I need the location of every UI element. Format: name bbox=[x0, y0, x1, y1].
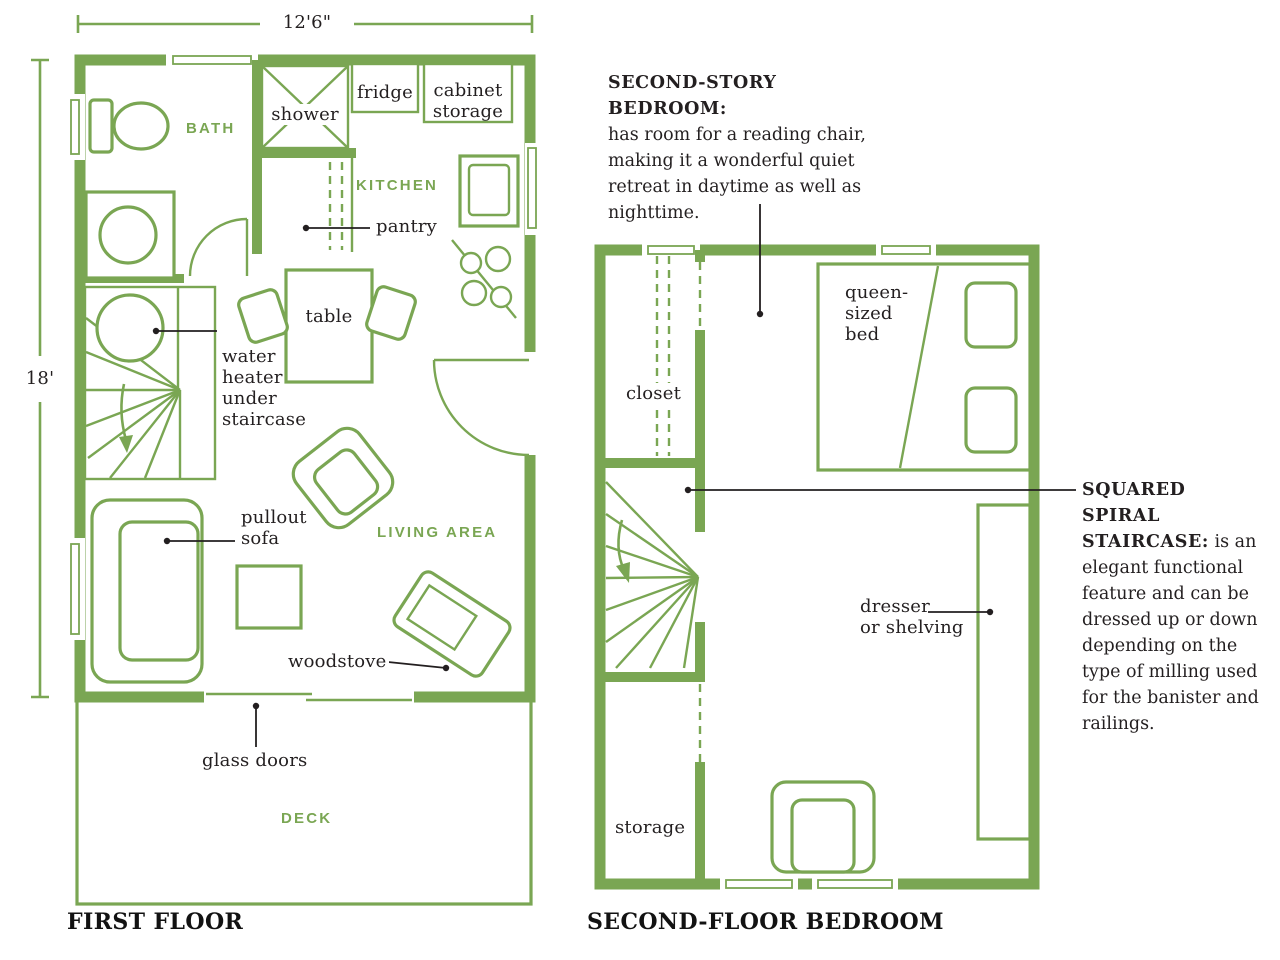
glass-doors-opening bbox=[204, 690, 414, 704]
storage-label: storage bbox=[615, 817, 686, 838]
height-dimension-line bbox=[31, 58, 49, 699]
stove bbox=[451, 239, 517, 319]
bedroom-annotation-body: has room for a reading chair, making it … bbox=[608, 125, 866, 223]
stair-wall bbox=[695, 622, 705, 682]
staircase-annotation: SQUARED SPIRAL STAIRCASE: is an elegant … bbox=[1082, 477, 1260, 737]
closet-wall bbox=[695, 250, 705, 262]
pantry-shelves bbox=[328, 158, 354, 252]
bath-room-label: BATH bbox=[186, 120, 236, 137]
bath-door bbox=[188, 217, 249, 277]
window bbox=[166, 51, 258, 69]
bedroom-annotation: SECOND-STORY BEDROOM: has room for a rea… bbox=[608, 70, 892, 226]
staircase-annotation-body: is an elegant functional feature and can… bbox=[1082, 532, 1259, 734]
squared-spiral-staircase bbox=[605, 481, 700, 669]
shower-label: shower bbox=[268, 104, 342, 126]
second-floor-title: SECOND-FLOOR BEDROOM bbox=[587, 909, 944, 935]
shower-wall-left bbox=[252, 60, 262, 158]
closet-wall bbox=[695, 330, 705, 458]
pullout-sofa bbox=[90, 498, 204, 684]
closet-rod bbox=[655, 256, 671, 456]
cabinet-storage-label: cabinet storage bbox=[432, 80, 504, 123]
spiral-staircase bbox=[83, 285, 217, 481]
window bbox=[65, 538, 85, 640]
water-heater bbox=[95, 293, 165, 363]
dresser-label: dresser or shelving bbox=[860, 596, 964, 639]
queen-bed-label: queen- sized bed bbox=[843, 282, 911, 346]
staircase-annotation-heading: SQUARED SPIRAL STAIRCASE: bbox=[1082, 480, 1209, 552]
glass-doors-label: glass doors bbox=[202, 750, 308, 771]
armchair bbox=[291, 426, 395, 530]
second-floor-leader-lines bbox=[684, 204, 1076, 616]
width-dimension-line bbox=[76, 15, 534, 33]
dresser bbox=[976, 503, 1032, 841]
fridge-label: fridge bbox=[357, 82, 413, 103]
water-heater-label: water heater under staircase bbox=[222, 346, 307, 431]
window bbox=[876, 241, 936, 259]
cabinet-storage-box bbox=[422, 62, 514, 124]
woodstove-label: woodstove bbox=[286, 651, 389, 673]
window bbox=[525, 143, 544, 235]
kitchen-room-label: KITCHEN bbox=[356, 177, 439, 194]
window bbox=[65, 94, 85, 160]
shower-wall-bottom bbox=[252, 148, 356, 158]
side-table bbox=[235, 564, 303, 630]
storage-wall bbox=[695, 762, 705, 880]
bedroom-annotation-heading: SECOND-STORY BEDROOM: bbox=[608, 73, 777, 119]
closet-label: closet bbox=[624, 383, 683, 405]
closet-wall-bottom bbox=[600, 458, 705, 468]
first-floor-leader-lines bbox=[152, 224, 450, 747]
stair-wall bbox=[695, 468, 705, 532]
pullout-sofa-label: pullout sofa bbox=[239, 507, 309, 550]
dining-table bbox=[237, 268, 417, 384]
fridge-box bbox=[350, 62, 420, 114]
window bbox=[642, 241, 700, 259]
first-floor-plan bbox=[31, 15, 544, 906]
entry-door bbox=[432, 352, 536, 457]
kitchen-sink-counter bbox=[458, 154, 520, 228]
toilet bbox=[88, 98, 170, 154]
height-dimension-label: 18' bbox=[25, 368, 55, 389]
reading-chair bbox=[770, 780, 876, 874]
table-label: table bbox=[305, 306, 353, 327]
stair-wall-bottom bbox=[600, 672, 705, 682]
woodstove bbox=[392, 570, 512, 678]
pantry-wall-left bbox=[252, 158, 262, 254]
deck-outline bbox=[75, 698, 533, 906]
width-dimension-label: 12'6" bbox=[282, 12, 332, 33]
second-floor-plan bbox=[594, 204, 1076, 893]
pantry-label: pantry bbox=[374, 216, 440, 238]
queen-bed bbox=[816, 262, 1032, 472]
bath-sink bbox=[84, 190, 176, 280]
living-area-room-label: LIVING AREA bbox=[377, 524, 498, 541]
first-floor-title: FIRST FLOOR bbox=[67, 909, 244, 935]
deck-room-label: DECK bbox=[281, 810, 333, 827]
window bbox=[720, 875, 798, 893]
window bbox=[812, 875, 898, 893]
